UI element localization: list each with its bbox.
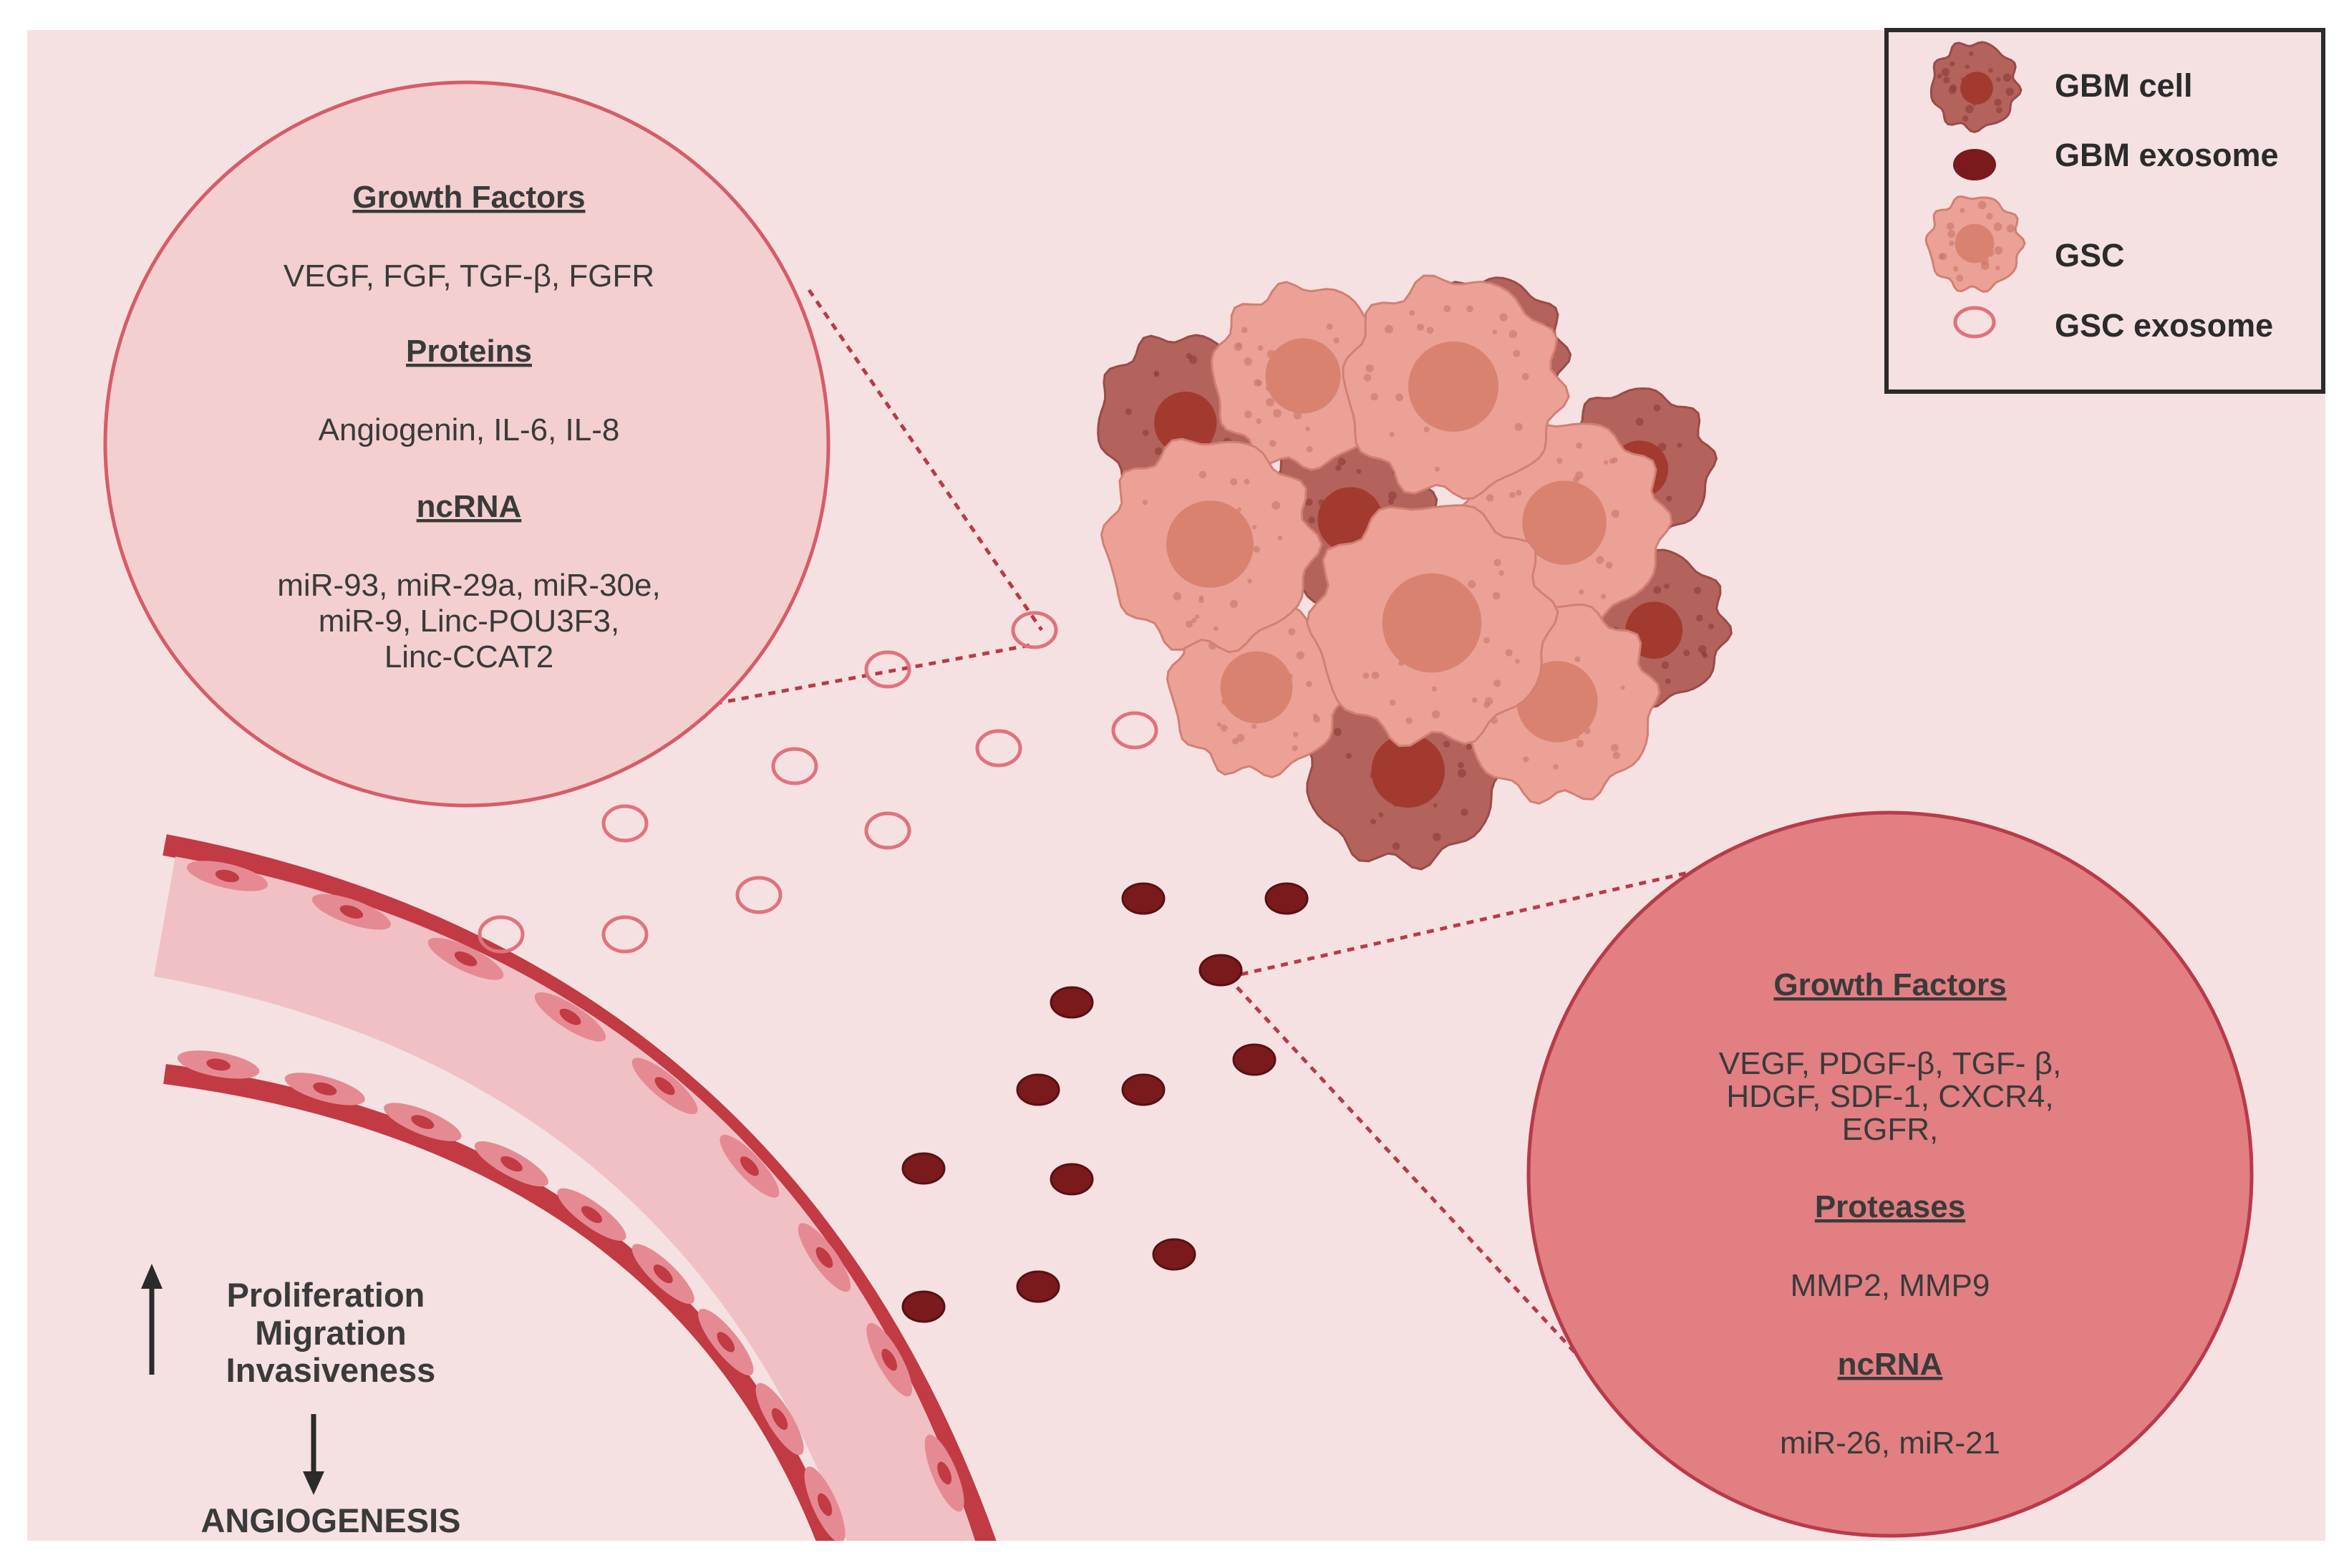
endothelial-cell xyxy=(427,937,504,980)
effect-migration: Migration xyxy=(255,1314,406,1352)
endothelial-cell xyxy=(631,1058,698,1115)
gbm_bubble-line: EGFR, xyxy=(1842,1112,1938,1147)
gsc-exosome xyxy=(771,747,818,785)
gbm_bubble-heading-2: ncRNA xyxy=(1838,1347,1943,1382)
gsc-exosomes xyxy=(478,611,1158,954)
up-arrow-icon xyxy=(141,1264,163,1375)
gsc_bubble-line: Linc-CCAT2 xyxy=(384,639,553,674)
gsc_bubble-line: Angiogenin, IL-6, IL-8 xyxy=(319,412,620,447)
endothelial-cell xyxy=(798,1223,851,1292)
gbm_bubble-heading-1: Proteases xyxy=(1815,1189,1965,1224)
gbm-exosome xyxy=(1232,1043,1277,1076)
legend-label: GSC xyxy=(2055,237,2125,274)
legend-label: GBM exosome xyxy=(2055,137,2279,173)
endothelial-cell xyxy=(474,1141,549,1187)
legend-label: GSC exosome xyxy=(2055,307,2273,344)
gsc-cell xyxy=(1306,504,1559,747)
gsc-cell xyxy=(1210,281,1400,471)
connector-lines xyxy=(647,289,1780,1362)
effects-panel: Proliferation Migration Invasiveness ANG… xyxy=(141,1264,461,1539)
outcome-angiogenesis: ANGIOGENESIS xyxy=(200,1501,460,1539)
gbm_bubble-line: HDGF, SDF-1, CXCR4, xyxy=(1726,1079,2053,1114)
gsc-exosome xyxy=(864,811,911,850)
endothelial-cell xyxy=(631,1244,694,1305)
endothelial-cell xyxy=(177,1050,260,1079)
endothelial-cell xyxy=(311,894,391,930)
gsc_bubble-line: miR-93, miR-29a, miR-30e, xyxy=(277,568,660,603)
gsc-exosome xyxy=(1111,711,1158,750)
effect-proliferation: Proliferation xyxy=(227,1276,425,1314)
endothelial-cell xyxy=(804,1466,846,1541)
gsc-connector-bottom xyxy=(647,642,1035,718)
gsc_bubble-heading-2: ncRNA xyxy=(417,489,522,524)
gbm-exosome xyxy=(1152,1238,1196,1271)
tumor-cluster xyxy=(1097,274,1733,871)
gbm-exosome xyxy=(1016,1073,1060,1106)
gsc-exosome xyxy=(1011,611,1058,649)
gbm-exosome xyxy=(1050,1163,1094,1196)
endothelial-cell xyxy=(924,1434,964,1512)
endothelial-cell xyxy=(866,1322,913,1397)
gsc_bubble-heading-0: Growth Factors xyxy=(352,180,585,215)
gbm-cell-icon xyxy=(1929,41,2023,133)
gbm_bubble-heading-0: Growth Factors xyxy=(1773,967,2006,1002)
gsc-exosome xyxy=(975,729,1022,768)
gbm-exosome xyxy=(1016,1270,1060,1303)
endothelial-cell xyxy=(698,1308,754,1375)
gsc-cell xyxy=(1100,437,1323,654)
endothelial-cell xyxy=(186,861,268,891)
gbm-exosome xyxy=(1198,954,1243,987)
gsc_bubble-line: miR-9, Linc-POU3F3, xyxy=(319,604,620,639)
gsc-exosome xyxy=(735,876,783,914)
gbm_bubble-line: MMP2, MMP9 xyxy=(1791,1268,1990,1303)
endothelial-cell xyxy=(557,1188,626,1242)
gsc-exosome xyxy=(864,650,911,689)
endothelial-cell xyxy=(534,992,606,1042)
gsc-exosome xyxy=(601,804,649,843)
gbm_bubble-line: miR-26, miR-21 xyxy=(1780,1426,2000,1461)
gbm-exosome-icon xyxy=(1953,149,1996,180)
gsc-cell xyxy=(1342,274,1570,500)
gsc-exosome-icon xyxy=(1953,306,1996,339)
gbm-exosome xyxy=(1121,882,1166,915)
endothelial-cell xyxy=(284,1073,365,1105)
legend-label: GBM cell xyxy=(2055,67,2193,104)
gbm-exosome xyxy=(901,1290,946,1323)
blood-vessel xyxy=(154,834,997,1541)
gbm-exosome xyxy=(1121,1073,1166,1106)
gbm-exosome xyxy=(901,1152,946,1185)
gsc-exosome xyxy=(478,915,525,954)
gbm-exosome xyxy=(1050,986,1094,1019)
gsc-exosome xyxy=(601,915,649,954)
gbm-exosomes xyxy=(901,882,1309,1323)
endothelial-cell xyxy=(384,1103,462,1141)
gsc-icon xyxy=(1924,195,2026,293)
endothelial-cell xyxy=(755,1383,804,1456)
gsc-connector-top xyxy=(807,289,1044,631)
down-arrow-icon xyxy=(303,1414,324,1495)
endothelial-cells xyxy=(177,861,964,1541)
gbm_bubble-line: VEGF, PDGF-β, TGF- β, xyxy=(1719,1046,2061,1081)
endothelial-cell xyxy=(720,1134,780,1198)
gbm-exosome xyxy=(1264,882,1309,915)
gsc_bubble-line: VEGF, FGF, TGF-β, FGFR xyxy=(284,258,654,294)
gsc_bubble-heading-1: Proteins xyxy=(406,334,532,369)
effect-invasiveness: Invasiveness xyxy=(226,1351,436,1389)
gbm-connector-bottom xyxy=(1226,976,1584,1362)
